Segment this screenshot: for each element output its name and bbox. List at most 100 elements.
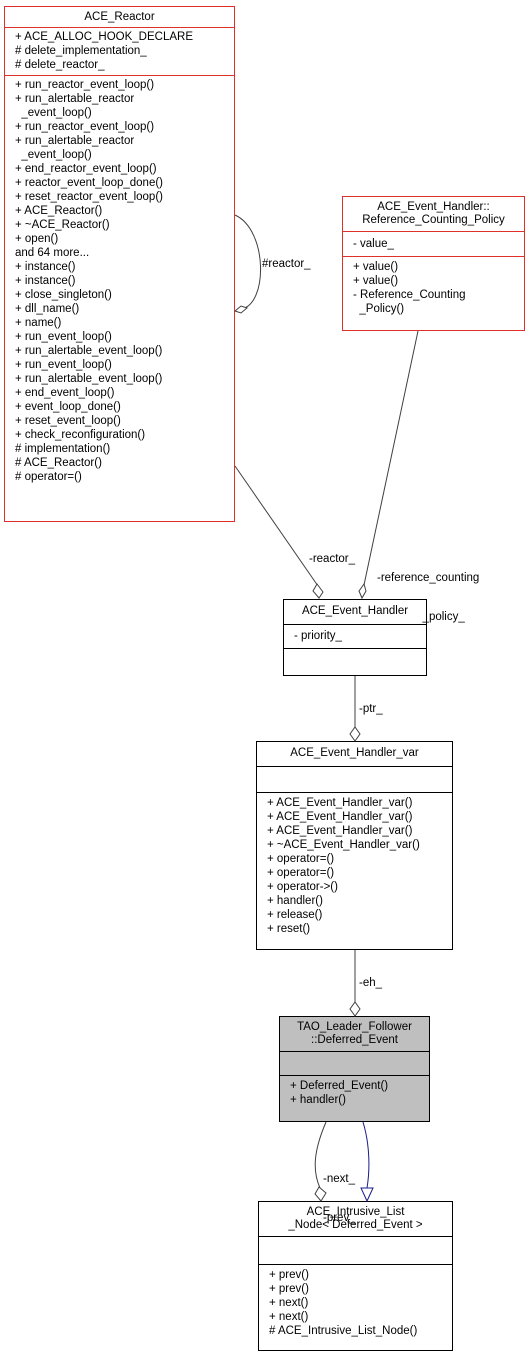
member-line: + operator->()	[267, 881, 338, 893]
member-line: + reset_reactor_event_loop()	[15, 191, 163, 203]
class-ace-event-handler-var[interactable]: ACE_Event_Handler_var + ACE_Event_Handle…	[256, 741, 453, 950]
member-line: + end_event_loop()	[15, 387, 115, 399]
class-title-line: ACE_Reactor	[84, 11, 155, 23]
member-line: + end_reactor_event_loop()	[15, 163, 157, 175]
class-ace-reactor[interactable]: ACE_Reactor + ACE_ALLOC_HOOK_DECLARE# de…	[4, 6, 235, 522]
attributes-section: + ACE_ALLOC_HOOK_DECLARE# delete_impleme…	[5, 27, 234, 75]
member-line: + ACE_Event_Handler_var()	[267, 797, 413, 809]
member-line: + next()	[269, 1311, 309, 1323]
member-line: + prev()	[269, 1269, 309, 1281]
class-title-line: ::Deferred_Event	[311, 1034, 398, 1046]
class-title-line: _Node< Deferred_Event >	[288, 1219, 423, 1231]
member-line: - priority_	[294, 630, 342, 642]
edge-label-reference-counting-policy: -reference_counting _policy_	[377, 546, 479, 637]
member-line: + name()	[15, 317, 62, 329]
edge-reactor	[234, 465, 319, 587]
attributes-section: - value_	[343, 231, 524, 256]
edge-label-reactor-self: #reactor_	[262, 258, 311, 270]
member-line: + operator=()	[267, 867, 335, 879]
member-line: # ACE_Intrusive_List_Node()	[269, 1325, 418, 1337]
edge-inheritance	[362, 1121, 370, 1189]
edge-label-ptr: -ptr_	[359, 703, 383, 715]
class-title: ACE_Event_Handler	[284, 600, 426, 624]
class-ace-intrusive-list-node[interactable]: ACE_Intrusive_List_Node< Deferred_Event …	[258, 1201, 453, 1351]
edge-label-eh: -eh_	[359, 977, 383, 989]
member-line: + value()	[353, 261, 399, 273]
member-line: + instance()	[15, 261, 76, 273]
edge-label-line: -next_	[323, 1173, 355, 1185]
member-line: + run_event_loop()	[15, 331, 112, 343]
member-line: + value()	[353, 275, 399, 287]
edge-label-reactor: -reactor_	[309, 553, 356, 565]
class-reference-counting-policy[interactable]: ACE_Event_Handler::Reference_Counting_Po…	[342, 196, 525, 331]
member-line: + run_event_loop()	[15, 359, 112, 371]
member-line: # implementation()	[15, 443, 111, 455]
member-line: + run_alertable_reactor	[15, 135, 135, 147]
member-line: and 64 more...	[15, 247, 90, 259]
aggregation-diamond	[314, 1186, 327, 1202]
member-line: - Reference_Counting	[353, 289, 466, 301]
member-line: + prev()	[269, 1283, 309, 1295]
class-title: ACE_Reactor	[5, 7, 234, 27]
member-line: + ACE_ALLOC_HOOK_DECLARE	[15, 31, 194, 43]
member-line: + run_alertable_event_loop()	[15, 345, 163, 357]
edge-label-line: -prev_	[323, 1212, 356, 1224]
aggregation-diamond	[233, 305, 249, 314]
class-title-line: ACE_Intrusive_List	[306, 1206, 405, 1218]
attributes-section	[257, 766, 452, 792]
member-line: + close_singleton()	[15, 289, 112, 301]
member-line: + ~ACE_Event_Handler_var()	[267, 839, 420, 851]
class-title: ACE_Event_Handler::Reference_Counting_Po…	[343, 197, 524, 231]
edge-label-line: _policy_	[422, 611, 465, 623]
member-line: + instance()	[15, 275, 76, 287]
class-deferred-event[interactable]: TAO_Leader_Follower::Deferred_Event + De…	[279, 1016, 430, 1122]
member-line: + reset_event_loop()	[15, 415, 121, 427]
class-title-line: ACE_Event_Handler	[301, 605, 409, 617]
edge-reference-counting-policy	[363, 330, 419, 586]
inheritance-arrowhead	[360, 1187, 374, 1203]
member-line: + check_reconfiguration()	[15, 429, 146, 441]
attributes-section	[259, 1236, 452, 1264]
member-line: + run_reactor_event_loop()	[15, 79, 155, 91]
member-line: + open()	[15, 233, 59, 245]
member-line: + ~ACE_Reactor()	[15, 219, 110, 231]
member-line: + ACE_Event_Handler_var()	[267, 825, 413, 837]
attributes-section	[280, 1051, 429, 1075]
methods-section: + Deferred_Event() + handler()	[280, 1075, 429, 1110]
member-line: # operator=()	[15, 471, 82, 483]
class-title-line: ACE_Event_Handler_var	[290, 747, 419, 759]
methods-section	[284, 648, 426, 672]
aggregation-diamond	[349, 1001, 361, 1017]
member-line: + release()	[267, 909, 323, 921]
class-title: ACE_Intrusive_List_Node< Deferred_Event …	[259, 1202, 452, 1236]
member-line: _event_loop()	[15, 149, 92, 161]
member-line: _Policy()	[353, 303, 405, 315]
member-line: + reactor_event_loop_done()	[15, 177, 164, 189]
methods-section: + prev() + prev() + next() + next() # ACE_In…	[259, 1264, 452, 1341]
member-line: + run_alertable_event_loop()	[15, 373, 163, 385]
edge-label-line: -reference_counting	[377, 572, 480, 584]
aggregation-diamond	[312, 583, 324, 599]
member-line: + handler()	[290, 1094, 346, 1106]
edge-label-next-prev: -next_ -prev_	[323, 1147, 356, 1238]
member-line: + Deferred_Event()	[290, 1080, 389, 1092]
member-line: + reset()	[267, 923, 311, 935]
edge-next-prev	[314, 1121, 327, 1189]
class-ace-event-handler[interactable]: ACE_Event_Handler - priority_	[283, 599, 427, 676]
member-line: + run_reactor_event_loop()	[15, 121, 155, 133]
member-line: + ACE_Event_Handler_var()	[267, 811, 413, 823]
member-line: _event_loop()	[15, 107, 92, 119]
member-line: + next()	[269, 1297, 309, 1309]
member-line: + event_loop_done()	[15, 401, 121, 413]
member-line: # delete_reactor_	[15, 59, 105, 71]
member-line: + dll_name()	[15, 303, 80, 315]
methods-section: + value() + value() - Reference_Counting _…	[343, 256, 524, 319]
class-title-line: Reference_Counting_Policy	[362, 214, 505, 226]
methods-section: + run_reactor_event_loop() + run_alertabl…	[5, 75, 234, 486]
member-line: + run_alertable_reactor	[15, 93, 135, 105]
attributes-section: - priority_	[284, 624, 426, 648]
methods-section: + ACE_Event_Handler_var() + ACE_Event_Han…	[257, 792, 452, 939]
class-title-line: TAO_Leader_Follower	[297, 1021, 412, 1033]
class-title-line: ACE_Event_Handler::	[377, 201, 490, 213]
